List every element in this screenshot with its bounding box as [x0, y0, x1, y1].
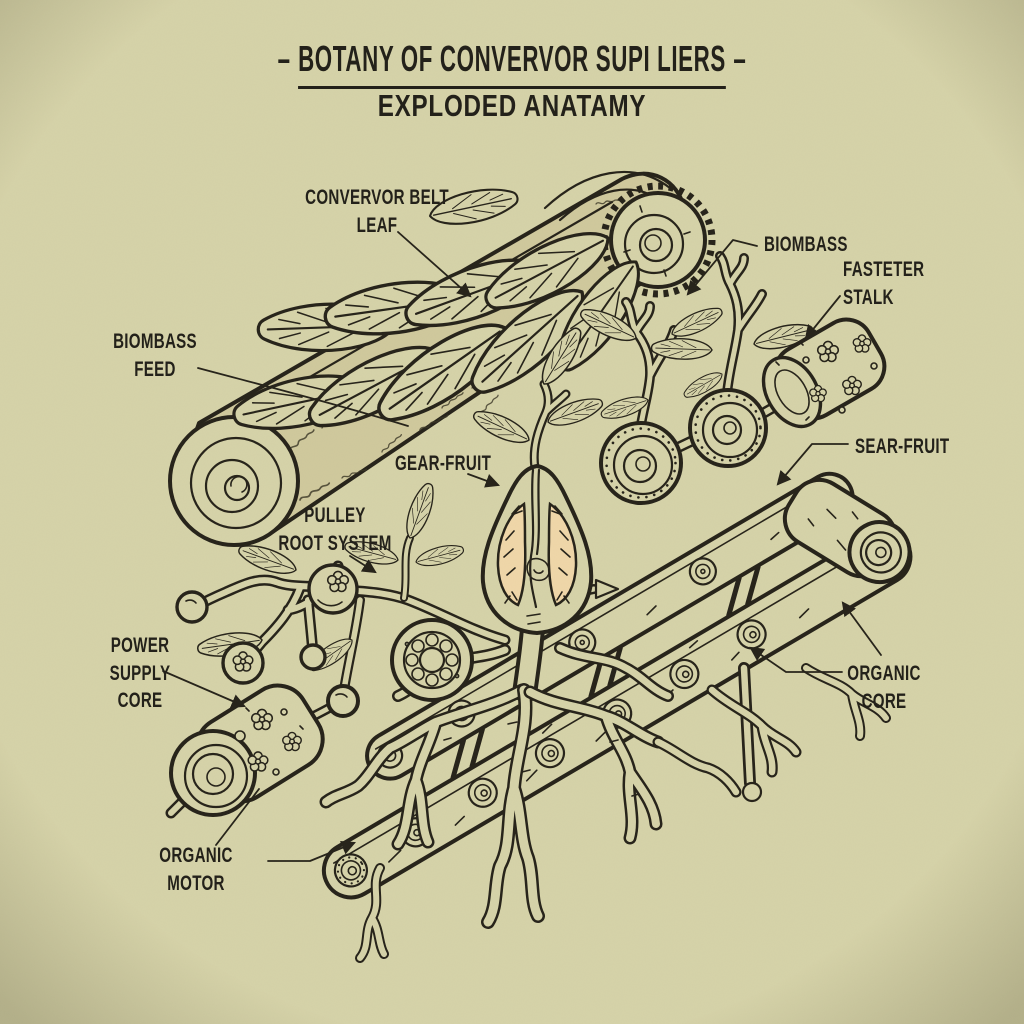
- vignette: [0, 0, 1024, 1024]
- exploded-anatomy-illustration: [0, 0, 1024, 1024]
- botanical-diagram-poster: –BOTANY OF CONVERVOR SUPI LIERS– EXPLODE…: [0, 0, 1024, 1024]
